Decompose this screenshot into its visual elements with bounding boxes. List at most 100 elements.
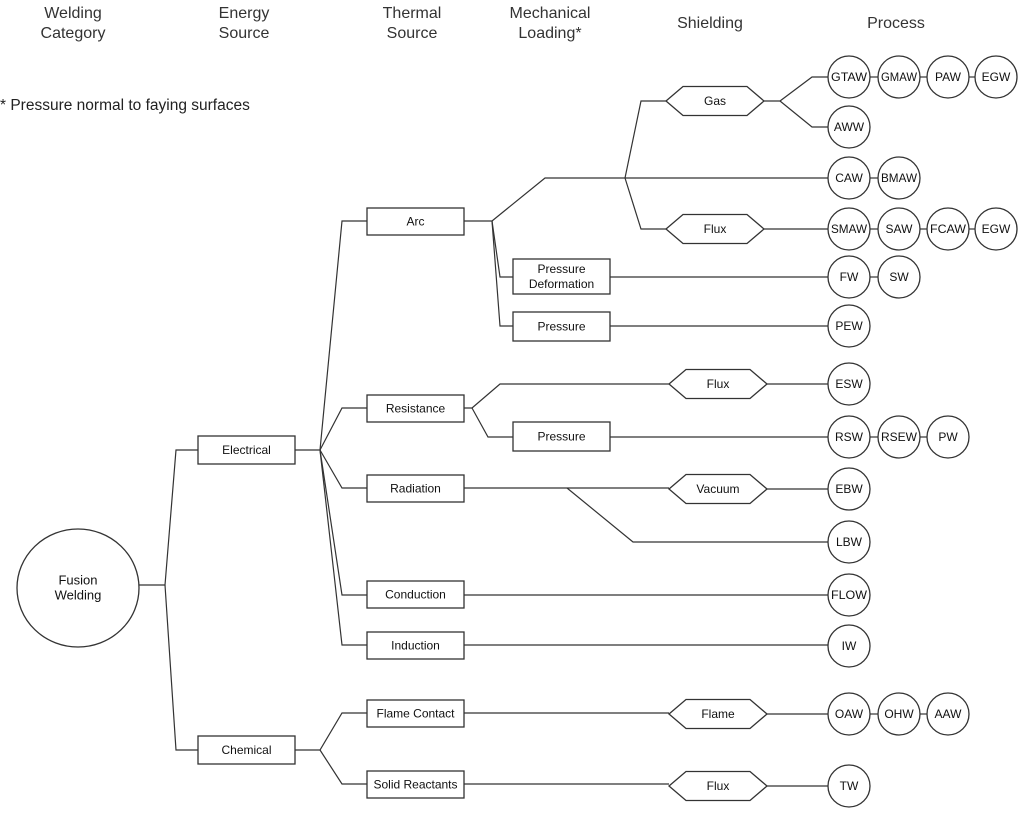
node-ohw: OHW	[877, 692, 921, 736]
process-label: FLOW	[831, 588, 868, 602]
shield-label: Vacuum	[696, 482, 739, 496]
node-rsew: RSEW	[877, 415, 921, 459]
process-shape	[827, 573, 871, 617]
column-header-line: Source	[387, 25, 438, 42]
process-label-line: SW	[889, 270, 909, 284]
box-label-line: Conduction	[385, 588, 446, 602]
box-shape	[197, 735, 296, 765]
shield-shape	[664, 213, 766, 245]
node-induction: Induction	[366, 631, 465, 660]
process-label: GTAW	[831, 70, 868, 84]
node-sw: SW	[877, 255, 921, 299]
process-label: OAW	[835, 707, 864, 721]
column-header-line: Thermal	[383, 5, 442, 22]
process-shape	[974, 55, 1018, 99]
column-header-line: Process	[867, 15, 925, 32]
box-shape	[366, 580, 465, 609]
node-flame-contact: Flame Contact	[366, 699, 465, 728]
edge-radiation-lbw	[566, 487, 828, 543]
node-gmaw: GMAW	[877, 55, 921, 99]
process-label: EGW	[982, 70, 1011, 84]
process-label-line: GTAW	[831, 70, 868, 84]
process-label: PAW	[935, 70, 962, 84]
box-label-line: Deformation	[529, 277, 594, 291]
process-label: AAW	[935, 707, 963, 721]
process-label-line: EBW	[835, 482, 863, 496]
process-label-line: PEW	[835, 319, 863, 333]
box-label-line: Resistance	[386, 402, 446, 416]
process-label-line: RSW	[835, 430, 864, 444]
process-label-line: SMAW	[831, 222, 868, 236]
process-label: RSEW	[881, 430, 918, 444]
process-shape	[974, 207, 1018, 251]
box-label: Chemical	[221, 743, 271, 757]
shield-label: Flux	[704, 222, 727, 236]
shield-shape	[667, 473, 769, 505]
process-label: PW	[938, 430, 958, 444]
box-label-line: Electrical	[222, 443, 271, 457]
column-header-line: Loading*	[518, 25, 581, 42]
box-shape	[366, 207, 465, 236]
box-shape	[366, 770, 465, 799]
shield-label-line: Gas	[704, 94, 726, 108]
edge-resistance-pressure_res	[471, 407, 513, 438]
root-label-line: Fusion	[58, 573, 97, 588]
box-label: Solid Reactants	[373, 778, 457, 792]
node-aww: AWW	[827, 105, 871, 149]
edge-arc-flux_arc	[624, 177, 666, 230]
process-label-line: OAW	[835, 707, 864, 721]
root-shape	[16, 528, 140, 648]
process-shape	[827, 415, 871, 459]
node-ebw: EBW	[827, 467, 871, 511]
edge-arc-gas	[624, 100, 666, 179]
edge-arc-pressure_arc	[491, 220, 513, 327]
node-rsw: RSW	[827, 415, 871, 459]
edge-fusion-chemical	[164, 584, 198, 751]
box-label: Electrical	[222, 443, 271, 457]
node-esw: ESW	[827, 362, 871, 406]
process-label: ESW	[835, 377, 863, 391]
node-radiation: Radiation	[366, 474, 465, 503]
process-label: OHW	[884, 707, 914, 721]
shield-shape	[664, 85, 766, 117]
edge-gas-aww	[779, 100, 828, 128]
node-pew: PEW	[827, 304, 871, 348]
process-label: SAW	[886, 222, 914, 236]
column-header-line: Shielding	[677, 15, 743, 32]
process-label: AWW	[834, 120, 865, 134]
process-shape	[877, 55, 921, 99]
column-header-4: Shielding	[677, 15, 743, 32]
process-label-line: FCAW	[930, 222, 967, 236]
edge-electrical-resistance	[319, 407, 367, 451]
process-shape	[877, 207, 921, 251]
shield-label-line: Flux	[707, 377, 730, 391]
process-shape	[827, 156, 871, 200]
process-shape	[827, 692, 871, 736]
shield-label: Flux	[707, 377, 730, 391]
box-label: Radiation	[390, 482, 441, 496]
process-shape	[827, 255, 871, 299]
process-label-line: CAW	[835, 171, 863, 185]
node-pw: PW	[926, 415, 970, 459]
shield-shape	[667, 698, 769, 730]
process-shape	[827, 304, 871, 348]
box-shape	[366, 631, 465, 660]
process-label-line: FLOW	[831, 588, 868, 602]
edge-electrical-arc	[295, 220, 367, 451]
node-flux-arc: Flux	[664, 213, 766, 245]
box-label: Flame Contact	[376, 707, 455, 721]
process-shape	[827, 362, 871, 406]
process-label: IW	[842, 639, 857, 653]
process-label: TW	[840, 779, 859, 793]
column-header-line: Source	[219, 25, 270, 42]
process-shape	[926, 692, 970, 736]
node-egw2: EGW	[974, 207, 1018, 251]
node-flux-chem: Flux	[667, 770, 769, 802]
node-flux-res: Flux	[667, 368, 769, 400]
process-label: EBW	[835, 482, 863, 496]
